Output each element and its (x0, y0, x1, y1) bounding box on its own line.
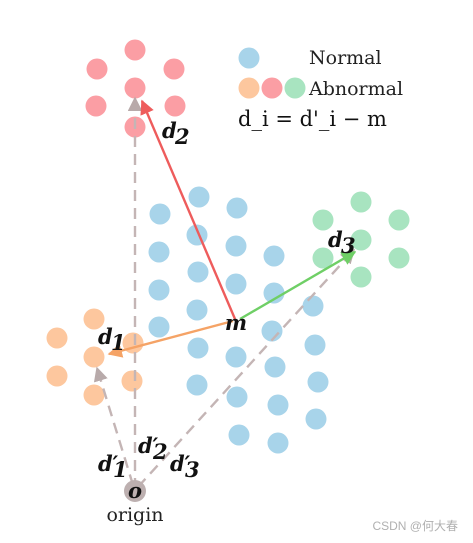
d3-label: d 3 (328, 227, 356, 258)
d2-label: d 2 (162, 118, 190, 149)
svg-text:d′: d′ (138, 433, 159, 458)
d3-vector (239, 250, 357, 321)
svg-text:2: 2 (152, 439, 168, 464)
svg-text:2: 2 (174, 124, 190, 149)
svg-text:3: 3 (185, 457, 200, 482)
d1-prime-label: d′ 1 (98, 451, 128, 482)
svg-text:1: 1 (111, 330, 126, 355)
legend-abnormal-green-swatch (284, 77, 306, 99)
legend-normal-swatch (238, 47, 260, 69)
svg-text:1: 1 (113, 457, 128, 482)
d2-vector (140, 99, 237, 320)
abnormal-orange-cluster (46, 308, 144, 406)
d1-prime-vector (93, 366, 135, 486)
legend-abnormal-orange-swatch (238, 77, 260, 99)
svg-text:d: d (98, 324, 113, 349)
origin-point (124, 480, 146, 502)
legend-formula: d_i = d'_i − m (238, 107, 387, 131)
svg-text:d′: d′ (98, 451, 119, 476)
origin-label: origin (106, 504, 163, 526)
svg-text:3: 3 (341, 233, 356, 258)
watermark: CSDN @何大春 (372, 519, 458, 533)
d2-prime-label: d′ 2 (138, 433, 168, 464)
legend-abnormal-red-swatch (261, 77, 283, 99)
svg-text:d′: d′ (170, 451, 191, 476)
normal-cluster (148, 186, 329, 454)
legend-normal-label: Normal (309, 47, 382, 69)
d1-vector (107, 319, 234, 358)
origin-o-label: o (128, 478, 142, 503)
svg-text:d: d (328, 227, 343, 252)
d3-prime-label: d′ 3 (170, 451, 200, 482)
mean-m-label: m (225, 310, 247, 335)
legend: Normal Abnormal d_i = d'_i − m (238, 47, 403, 131)
svg-text:d: d (162, 118, 177, 143)
d1-label: d 1 (98, 324, 126, 355)
abnormal-green-cluster (312, 191, 410, 288)
legend-abnormal-label: Abnormal (308, 78, 403, 100)
